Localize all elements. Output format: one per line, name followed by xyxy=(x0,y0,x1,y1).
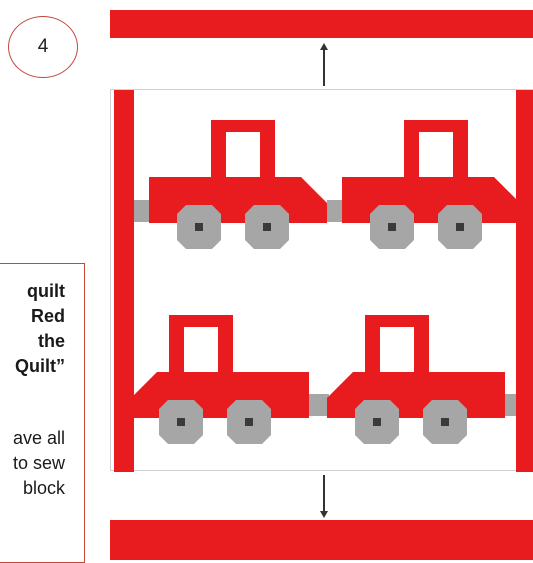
car-quilt-block xyxy=(110,89,533,471)
car-cab-pillar xyxy=(365,315,380,375)
car-body xyxy=(327,372,505,418)
note-line: the xyxy=(38,330,65,352)
car-body xyxy=(342,177,520,223)
car-cab-pillar xyxy=(453,120,468,180)
wheel-hub xyxy=(177,418,185,426)
note-line: to sew xyxy=(13,452,65,474)
wheel-hub xyxy=(195,223,203,231)
car-body xyxy=(131,372,309,418)
note-line: ave all xyxy=(13,427,65,449)
car-body xyxy=(149,177,327,223)
note-line: Quilt” xyxy=(15,355,65,377)
car-cab-pillar xyxy=(218,315,233,375)
connector-strip xyxy=(134,200,150,222)
car-quilt-illustration xyxy=(111,90,533,472)
right-sashing-bar xyxy=(516,90,533,472)
car-cab-pillar xyxy=(404,120,419,180)
step-number-badge: 4 xyxy=(8,16,78,78)
wheel-hub xyxy=(456,223,464,231)
top-sashing-strip xyxy=(110,10,533,38)
bottom-sashing-strip xyxy=(110,520,533,560)
note-line: Red xyxy=(31,305,65,327)
car-cab-pillar xyxy=(414,315,429,375)
car-cab-pillar xyxy=(211,120,226,180)
connector-strip xyxy=(309,394,329,416)
step-number: 4 xyxy=(38,36,49,58)
wheel-hub xyxy=(373,418,381,426)
note-box: quilt Red the Quilt” ave all to sew bloc… xyxy=(0,263,85,563)
car-cab-pillar xyxy=(260,120,275,180)
wheel-hub xyxy=(441,418,449,426)
arrow-down-icon xyxy=(323,475,325,513)
arrow-up-icon xyxy=(323,48,325,86)
car-cab-pillar xyxy=(169,315,184,375)
wheel-hub xyxy=(245,418,253,426)
wheel-hub xyxy=(263,223,271,231)
note-line: block xyxy=(23,477,65,499)
note-line: quilt xyxy=(27,280,65,302)
wheel-hub xyxy=(388,223,396,231)
